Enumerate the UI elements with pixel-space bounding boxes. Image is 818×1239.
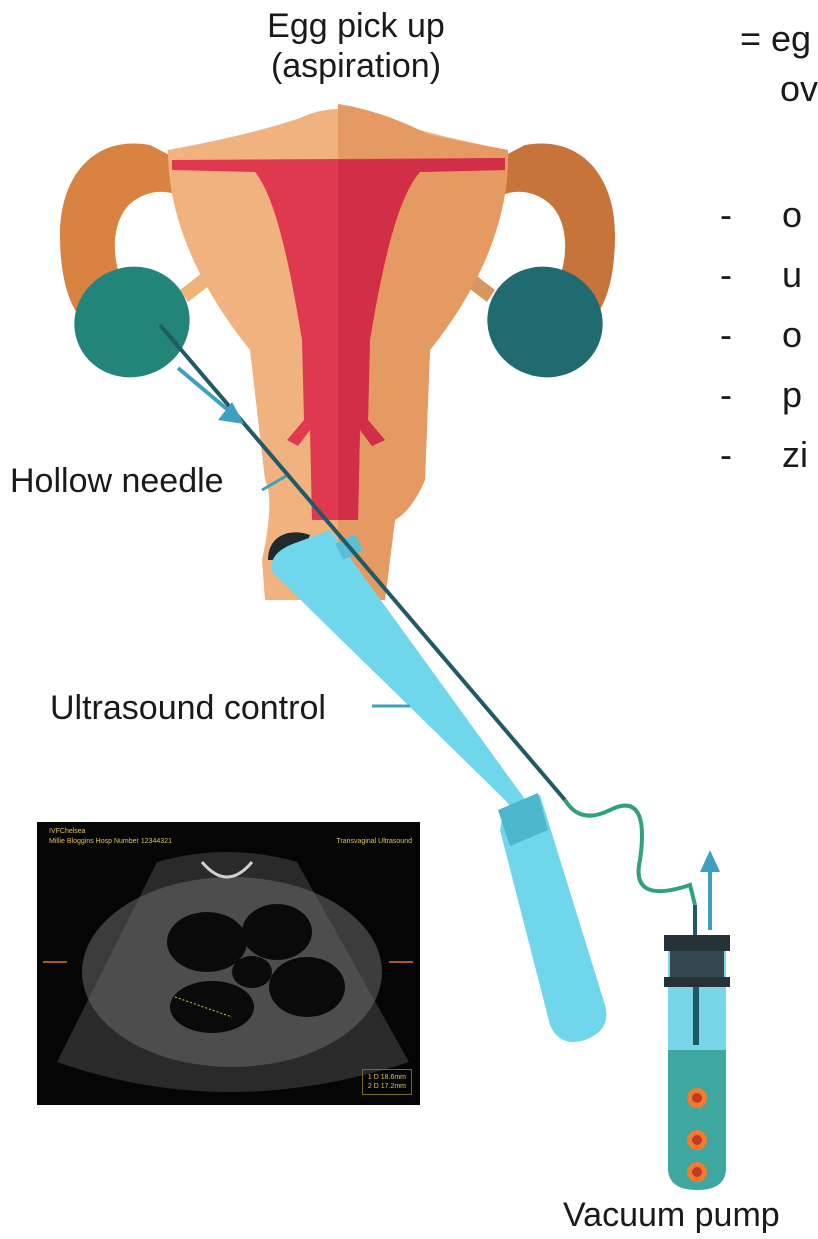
bullet-dash: - xyxy=(720,245,782,305)
follicle-2 xyxy=(242,904,312,960)
title-line-1: Egg pick up xyxy=(240,6,472,46)
definition-line-2: ov xyxy=(740,64,818,114)
bullet-item: -zi xyxy=(720,425,808,485)
bullet-dash: - xyxy=(720,305,782,365)
bullet-text: o xyxy=(782,314,802,355)
bullet-text: o xyxy=(782,194,802,235)
follicle-3 xyxy=(269,957,345,1017)
ultrasound-image: IVFChelsea Millie Bloggins Hosp Number 1… xyxy=(37,822,420,1105)
us-measure-1: 1 D 18.6mm xyxy=(368,1073,406,1082)
hollow-needle-label: Hollow needle xyxy=(10,461,224,501)
bullet-dash: - xyxy=(720,185,782,245)
bullet-text: u xyxy=(782,254,802,295)
vacuum-tube-inner-needle xyxy=(693,987,699,1045)
egg-2-core xyxy=(692,1135,702,1145)
bullet-list: -o -u -o -p -zi xyxy=(720,185,808,485)
bullet-dash: - xyxy=(720,425,782,485)
title-line-2: (aspiration) xyxy=(240,46,472,86)
vacuum-tube-cap-ring xyxy=(664,977,730,987)
ultrasound-scan xyxy=(37,822,420,1105)
follicle-1 xyxy=(167,912,247,972)
egg-1-core xyxy=(692,1093,702,1103)
vacuum-pump-label: Vacuum pump xyxy=(563,1195,780,1235)
us-clinic: IVFChelsea xyxy=(49,827,86,836)
needle-tubing xyxy=(565,800,695,905)
ultrasound-probe-shaft xyxy=(271,530,540,830)
bullet-text: zi xyxy=(782,434,808,475)
vacuum-tube-cap xyxy=(664,935,730,951)
us-mode: Transvaginal Ultrasound xyxy=(336,837,412,846)
vacuum-arrow-head xyxy=(700,850,720,872)
bullet-dash: - xyxy=(720,365,782,425)
egg-3-core xyxy=(692,1167,702,1177)
vacuum-tube-cap-lower xyxy=(670,951,724,977)
follicle-5 xyxy=(232,956,272,988)
bullet-text: p xyxy=(782,374,802,415)
us-patient: Millie Bloggins Hosp Number 12344321 xyxy=(49,837,172,846)
definition-text: = eg ov xyxy=(740,14,818,114)
bullet-item: -o xyxy=(720,305,808,365)
ultrasound-control-label: Ultrasound control xyxy=(50,688,326,728)
bullet-item: -p xyxy=(720,365,808,425)
bullet-item: -o xyxy=(720,185,808,245)
follicle-4 xyxy=(170,981,254,1033)
us-measurements: 1 D 18.6mm 2 D 17.2mm xyxy=(362,1069,412,1095)
bullet-item: -u xyxy=(720,245,808,305)
diagram-title: Egg pick up (aspiration) xyxy=(240,6,472,86)
definition-line-1: = eg xyxy=(740,18,811,59)
us-measure-2: 2 D 17.2mm xyxy=(368,1082,406,1091)
